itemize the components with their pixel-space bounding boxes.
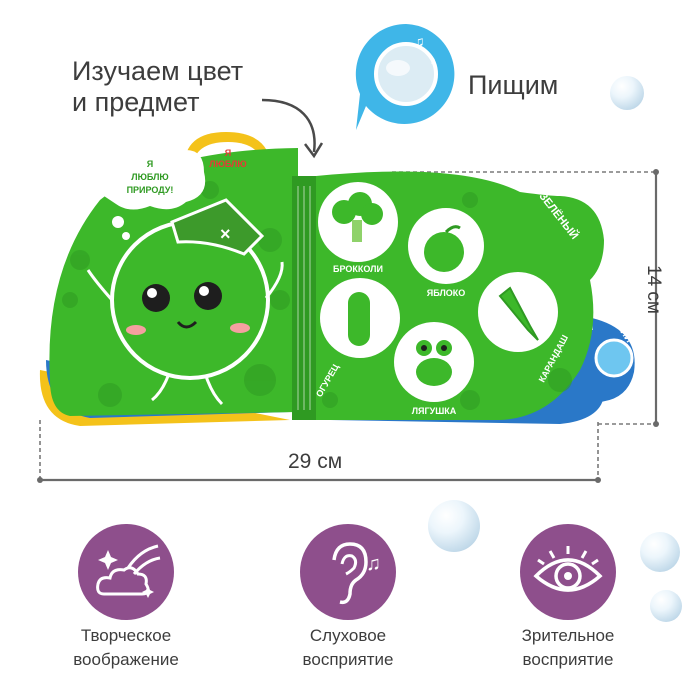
cloud-text-2: ЛЮБЛЮ xyxy=(131,172,168,182)
bubble xyxy=(428,500,480,552)
svg-text:♫: ♫ xyxy=(366,553,381,575)
headline: Изучаем цвет и предмет xyxy=(72,56,243,118)
cloud-stars-icon xyxy=(96,544,161,598)
svg-text:♫: ♫ xyxy=(414,33,425,49)
pencil-icon xyxy=(498,286,539,341)
cloud-text-1: Я xyxy=(147,159,153,169)
feature-auditory-line2: восприятие xyxy=(302,650,394,669)
bubble xyxy=(610,76,644,110)
squeaker-badge: ♫ ♪ xyxy=(355,23,455,131)
tab-text-2: ЛЮБЛЮ xyxy=(209,159,246,169)
tab-text-1: Я xyxy=(225,148,231,158)
apple-icon xyxy=(424,225,464,272)
item-label-frog: ЛЯГУШКА xyxy=(412,406,457,416)
item-label-broccoli: БРОККОЛИ xyxy=(333,264,383,274)
color-name: ЗЕЛЁНЫЙ xyxy=(536,190,581,242)
feature-icon-bg xyxy=(78,524,174,620)
svg-text:♪: ♪ xyxy=(430,53,436,67)
broccoli-icon xyxy=(332,192,383,242)
svg-text:×: × xyxy=(220,224,231,244)
feature-icon-bg: ♫ xyxy=(300,524,396,620)
bubble xyxy=(640,532,680,572)
headline-line2: и предмет xyxy=(72,87,200,117)
frog-icon xyxy=(416,340,452,386)
width-dimension: 29 см xyxy=(288,450,343,473)
feature-visual-line1: Зрительное xyxy=(521,626,615,645)
feature-icon-bg xyxy=(520,524,616,620)
squeak-label: Пищим xyxy=(468,70,559,100)
feature-creative-line1: Творческое xyxy=(80,626,172,645)
item-label-cucumber: ОГУРЕЦ xyxy=(314,362,341,399)
feature-auditory: Слуховое восприятие xyxy=(238,624,458,672)
feature-creative-line2: воображение xyxy=(73,650,179,669)
cloud-text-3: ПРИРОДУ! xyxy=(127,185,174,195)
headline-line1: Изучаем цвет xyxy=(72,56,244,86)
cucumber-icon xyxy=(348,292,370,346)
item-label-apple: ЯБЛОКО xyxy=(427,288,466,298)
bubble xyxy=(650,590,682,622)
feature-visual: Зрительное восприятие xyxy=(458,624,678,672)
eye-icon xyxy=(533,546,603,592)
item-label-pencil: КАРАНДАШ xyxy=(537,333,570,384)
feature-auditory-line1: Слуховое xyxy=(309,626,387,645)
feature-creative: Творческое воображение xyxy=(16,624,236,672)
ear-music-icon: ♫ xyxy=(332,542,381,605)
height-dimension: 14 см xyxy=(643,265,664,314)
next-color-name: СИНИЙ xyxy=(606,307,636,344)
feature-visual-line2: восприятие xyxy=(522,650,614,669)
